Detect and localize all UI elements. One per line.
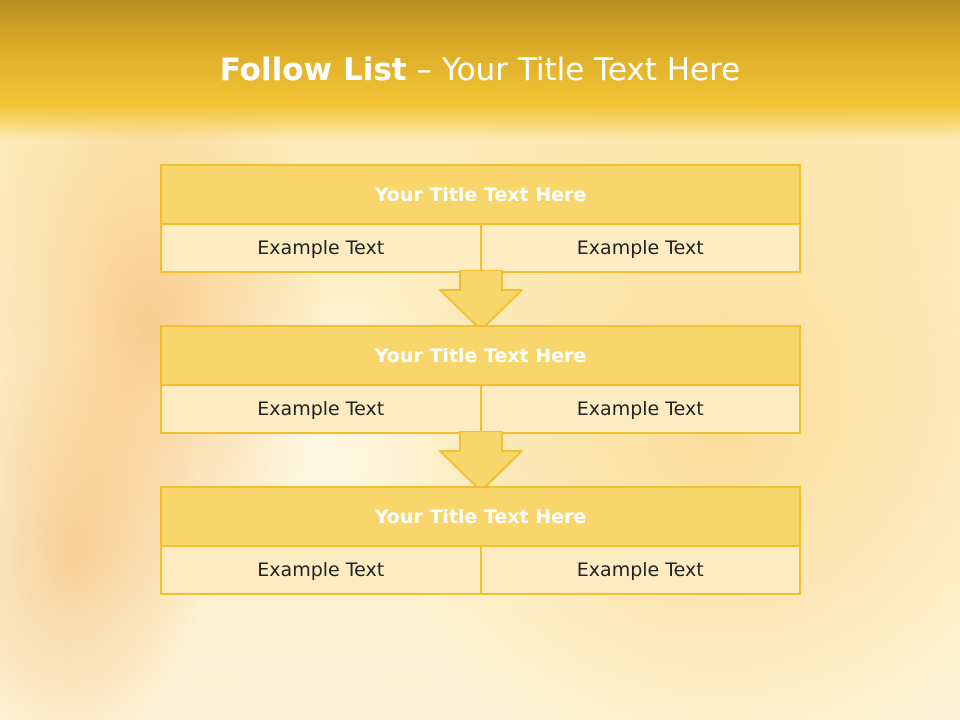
block-cell-right: Example Text — [479, 225, 799, 271]
title-strong: Follow List — [219, 52, 407, 88]
slide-header — [0, 0, 960, 140]
block-row: Example Text Example Text — [162, 547, 799, 593]
block-title: Your Title Text Here — [162, 166, 799, 225]
slide-title: Follow List – Your Title Text Here — [0, 52, 960, 88]
down-arrow-icon — [439, 431, 523, 492]
flow-block-1: Your Title Text Here Example Text Exampl… — [160, 164, 801, 273]
block-cell-right: Example Text — [479, 547, 799, 593]
block-row: Example Text Example Text — [162, 225, 799, 271]
block-cell-left: Example Text — [162, 547, 480, 593]
block-title: Your Title Text Here — [162, 327, 799, 386]
block-cell-left: Example Text — [162, 225, 480, 271]
block-title: Your Title Text Here — [162, 488, 799, 547]
flow-block-3: Your Title Text Here Example Text Exampl… — [160, 486, 801, 595]
block-row: Example Text Example Text — [162, 386, 799, 432]
flow-block-2: Your Title Text Here Example Text Exampl… — [160, 325, 801, 434]
block-cell-left: Example Text — [162, 386, 480, 432]
block-cell-right: Example Text — [479, 386, 799, 432]
title-rest: – Your Title Text Here — [406, 52, 741, 88]
down-arrow-icon — [439, 270, 523, 331]
